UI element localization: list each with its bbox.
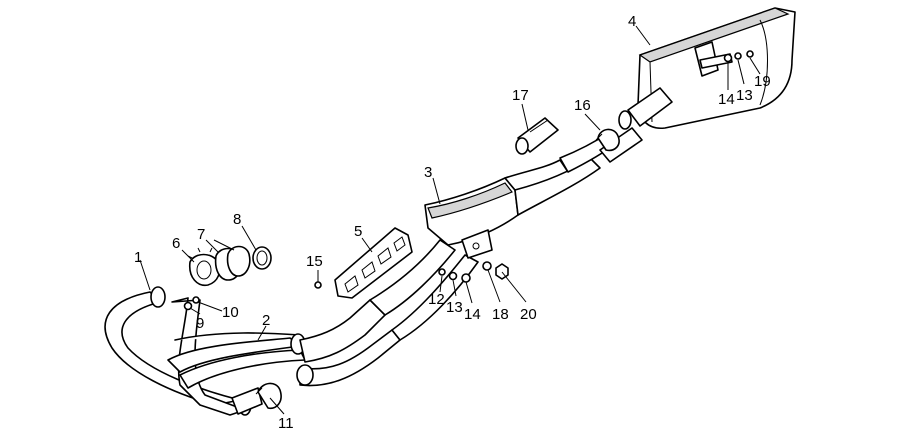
part-11-clamp — [255, 382, 282, 410]
callout-14-a: 14 — [464, 306, 481, 323]
part-7-gasket-pair — [214, 245, 251, 281]
callout-13-a: 13 — [446, 299, 463, 316]
callout-7: 7 — [197, 226, 205, 243]
callout-11: 11 — [278, 415, 294, 432]
callouts: 1 2 3 4 5 6 7 8 9 10 11 12 13 13 14 14 1… — [134, 13, 771, 432]
callout-1: 1 — [134, 249, 142, 266]
callout-14-b: 14 — [718, 91, 735, 108]
callout-18: 18 — [492, 306, 509, 323]
part-6-ring-nut — [187, 247, 223, 287]
part-16-clamp — [595, 128, 620, 152]
callout-3: 3 — [424, 164, 432, 181]
callout-2: 2 — [262, 312, 270, 329]
leader-lines — [139, 25, 761, 415]
callout-5: 5 — [354, 223, 362, 240]
callout-16: 16 — [574, 97, 591, 114]
callout-17: 17 — [512, 87, 529, 104]
part-4-muffler — [618, 7, 796, 130]
callout-13-b: 13 — [736, 87, 753, 104]
part-15-bolt — [314, 281, 322, 289]
callout-20: 20 — [520, 306, 537, 323]
callout-8: 8 — [233, 211, 241, 228]
part-17-bracket — [515, 117, 559, 155]
part-8-seal-ring — [252, 246, 272, 270]
callout-9: 9 — [196, 315, 204, 332]
callout-12: 12 — [428, 291, 445, 308]
callout-10: 10 — [222, 304, 239, 321]
part-5-heat-shield — [334, 227, 413, 299]
callout-19: 19 — [754, 73, 771, 90]
callout-15: 15 — [306, 253, 323, 270]
part-3-mid-section — [424, 157, 601, 259]
callout-6: 6 — [172, 235, 180, 252]
callout-4: 4 — [628, 13, 636, 30]
hardware-12-20 — [438, 261, 509, 283]
hardware-9-10 — [183, 296, 200, 311]
hardware-13-14-19 — [723, 50, 754, 63]
